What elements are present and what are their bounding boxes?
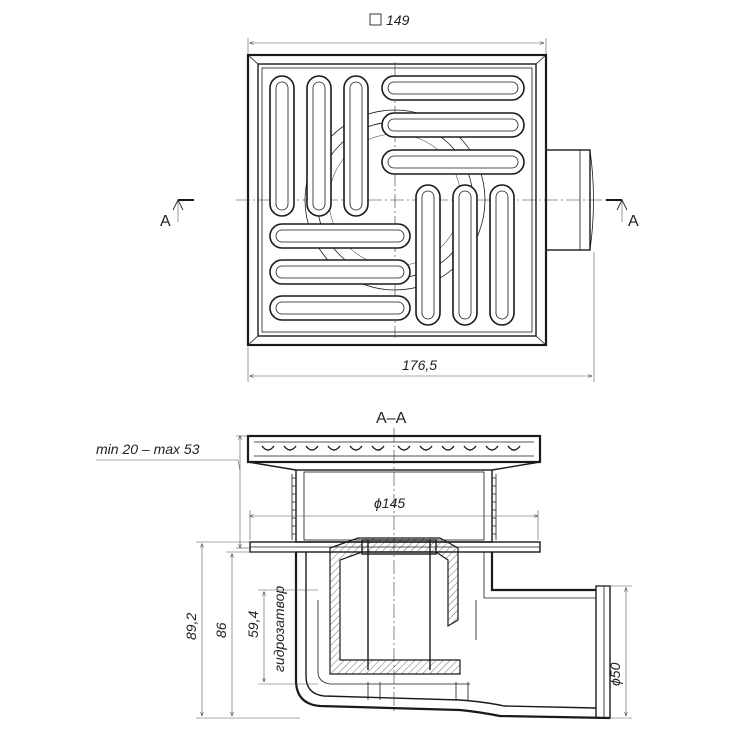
overall-width-dimension: 176,5 — [247, 252, 595, 382]
section-view: A–A ϕ145 — [96, 410, 632, 720]
grate-slots — [269, 75, 525, 326]
height-range-label: min 20 – max 53 — [96, 441, 200, 457]
height-range-dimension: min 20 – max 53 — [96, 436, 250, 548]
outlet-diameter-label: ϕ50 — [607, 662, 623, 686]
section-title: A–A — [376, 410, 407, 427]
water-trap — [317, 537, 477, 685]
body-height-dimension: 86 — [213, 551, 296, 716]
outlet-diameter-dimension: ϕ50 — [596, 585, 632, 719]
trap-label: гидрозатвор — [271, 586, 287, 672]
trap-height-label: 59,4 — [245, 611, 261, 638]
section-right-label: A — [628, 213, 639, 230]
section-left-label: A — [160, 213, 171, 230]
grate-size-dimension: 149 — [247, 12, 547, 56]
body-height-label: 86 — [213, 622, 229, 638]
total-height-label: 89,2 — [183, 613, 199, 640]
section-marker-right: A — [606, 198, 639, 230]
total-height-dimension: 89,2 — [183, 541, 300, 719]
grate-size-label: 149 — [386, 12, 410, 28]
overall-width-label: 176,5 — [402, 357, 437, 373]
top-view: 149 — [160, 12, 639, 382]
square-symbol — [369, 13, 382, 26]
section-marker-left: A — [160, 198, 194, 230]
trap-height-dimension: 59,4 гидрозатвор — [245, 586, 318, 685]
inner-diameter-label: ϕ145 — [374, 495, 405, 511]
